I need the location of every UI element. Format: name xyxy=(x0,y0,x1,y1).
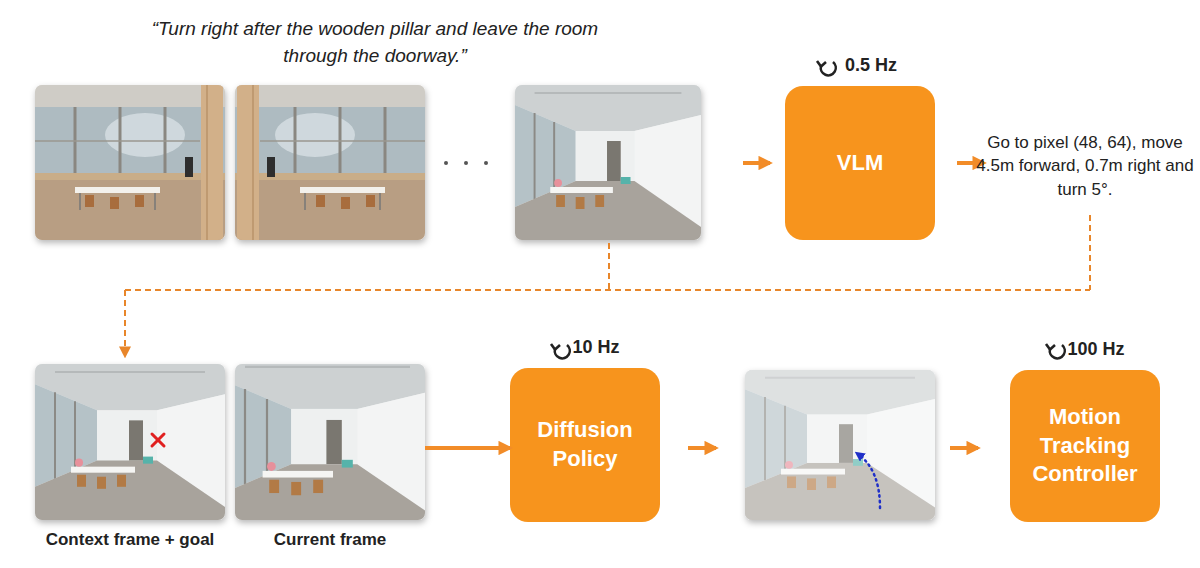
photo-frame xyxy=(35,364,225,520)
vlm-output-text: Go to pixel (48, 64), move 4.5m forward,… xyxy=(975,131,1195,201)
rate-heading: 100 Hz xyxy=(1010,339,1160,360)
dashed-feedback xyxy=(125,215,1090,356)
rate-heading: 10 Hz xyxy=(510,337,660,358)
frame-panel: Context frame + goal xyxy=(35,364,225,520)
trajectory-arc xyxy=(858,454,880,508)
cycle-icon xyxy=(1046,344,1065,358)
ellipsis-dots xyxy=(444,161,488,165)
process-box: 100 HzMotion Tracking Controller xyxy=(1010,370,1160,522)
box-title: Diffusion Policy xyxy=(510,408,660,481)
photo-frame xyxy=(745,370,935,520)
goal-marker xyxy=(152,434,164,446)
box-title: VLM xyxy=(829,141,891,186)
frame-caption: Context frame + goal xyxy=(10,530,250,550)
photo-frame xyxy=(515,85,701,240)
cycle-icon xyxy=(551,344,570,358)
box-title: Motion Tracking Controller xyxy=(1010,395,1160,497)
process-box: 10 HzDiffusion Policy xyxy=(510,368,660,522)
process-box: 0.5 HzVLM xyxy=(785,86,935,240)
flow-arrow xyxy=(425,446,510,450)
photo-frame xyxy=(223,358,432,530)
frame-panel: Current frame xyxy=(235,364,425,520)
photo-frame xyxy=(35,85,225,240)
frame-caption: Current frame xyxy=(210,530,450,550)
rate-heading: 0.5 Hz xyxy=(785,55,935,76)
photo-frame xyxy=(235,85,425,240)
cycle-icon xyxy=(817,61,836,75)
instruction-quote: “Turn right after the wooden pillar and … xyxy=(150,16,600,69)
